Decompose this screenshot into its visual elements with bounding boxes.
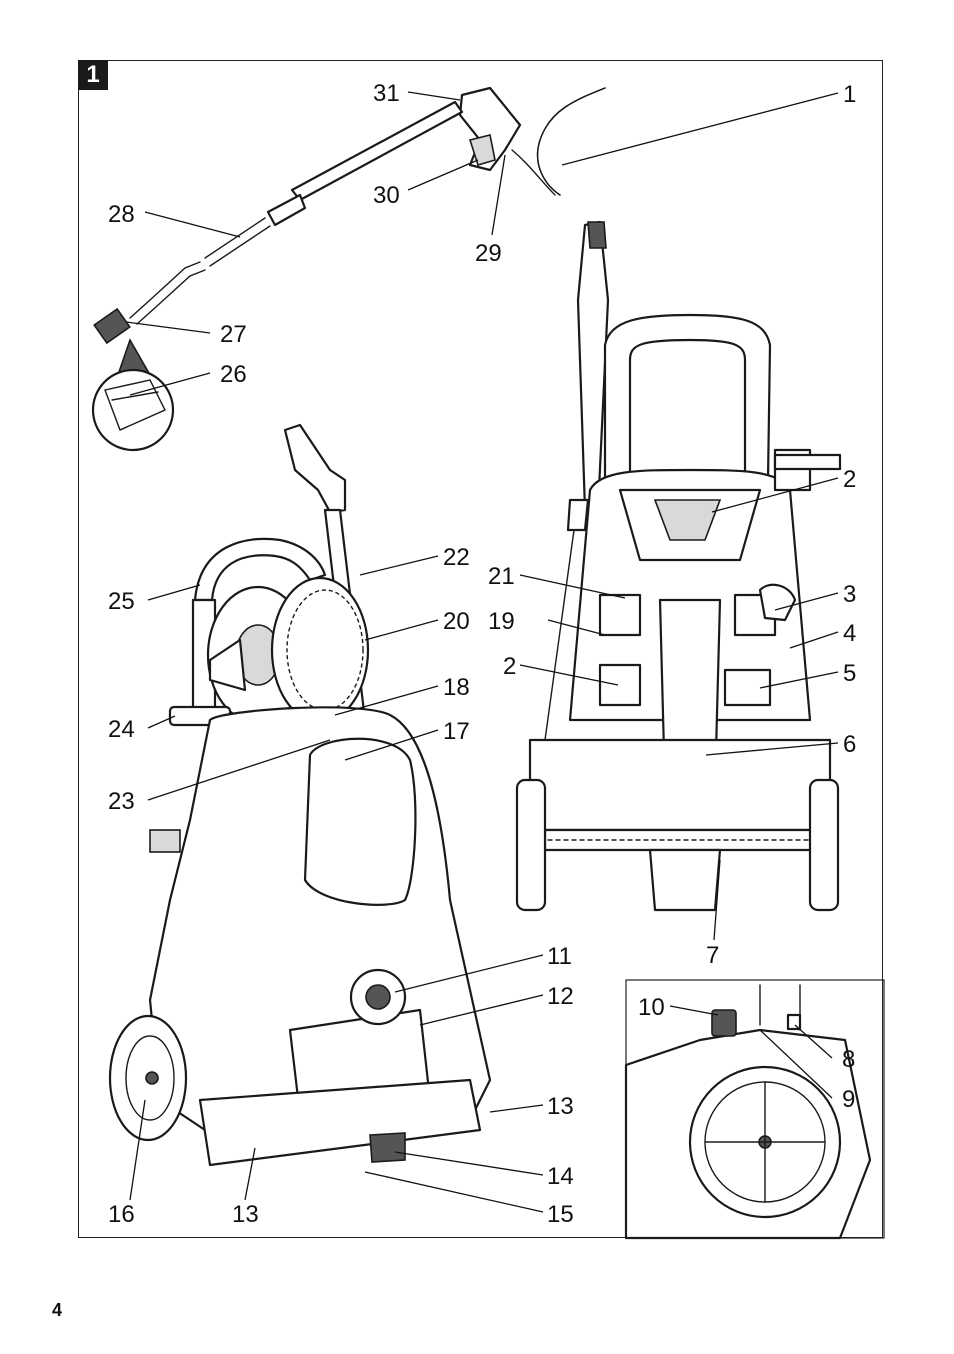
callout-24: 24 (108, 716, 135, 743)
callout-13-right: 13 (547, 1093, 574, 1120)
callout-21: 21 (488, 563, 515, 590)
callout-22: 22 (443, 544, 470, 571)
machine-side-view (108, 423, 492, 1167)
callout-28: 28 (108, 201, 135, 228)
callout-26: 26 (220, 361, 247, 388)
callout-29: 29 (475, 240, 502, 267)
callout-14: 14 (547, 1163, 574, 1190)
callout-2-top: 2 (843, 466, 856, 493)
callout-11: 11 (547, 943, 572, 970)
callout-labels: 1 2 3 4 5 6 7 8 9 10 11 12 13 14 15 16 1… (108, 80, 856, 1228)
callout-20: 20 (443, 608, 470, 635)
callout-18: 18 (443, 674, 470, 701)
callout-17: 17 (443, 718, 470, 745)
callout-6: 6 (843, 731, 856, 758)
callout-27: 27 (220, 321, 247, 348)
callout-5: 5 (843, 660, 856, 687)
callout-31: 31 (373, 80, 400, 107)
spray-gun-assembly (91, 86, 606, 452)
callout-16: 16 (108, 1201, 135, 1228)
callout-12: 12 (547, 983, 574, 1010)
callout-3: 3 (843, 581, 856, 608)
callout-15: 15 (547, 1201, 574, 1228)
callout-1: 1 (843, 81, 856, 108)
callout-7: 7 (706, 942, 719, 969)
callout-10: 10 (638, 994, 665, 1021)
callout-2-mid: 2 (503, 653, 516, 680)
machine-front-view (515, 220, 842, 912)
callout-23: 23 (108, 788, 135, 815)
callout-19: 19 (488, 608, 515, 635)
callout-8: 8 (842, 1046, 855, 1073)
callout-9: 9 (842, 1086, 855, 1113)
callout-13-left: 13 (232, 1201, 259, 1228)
leader-lines (125, 91, 839, 1213)
figure-frame (78, 60, 883, 1238)
callout-25: 25 (108, 588, 135, 615)
callout-4: 4 (843, 620, 856, 647)
inset-wheel-detail (624, 979, 885, 1240)
callout-30: 30 (373, 182, 400, 209)
figure-number-badge: 1 (78, 60, 108, 90)
page-number: 4 (52, 1300, 63, 1320)
